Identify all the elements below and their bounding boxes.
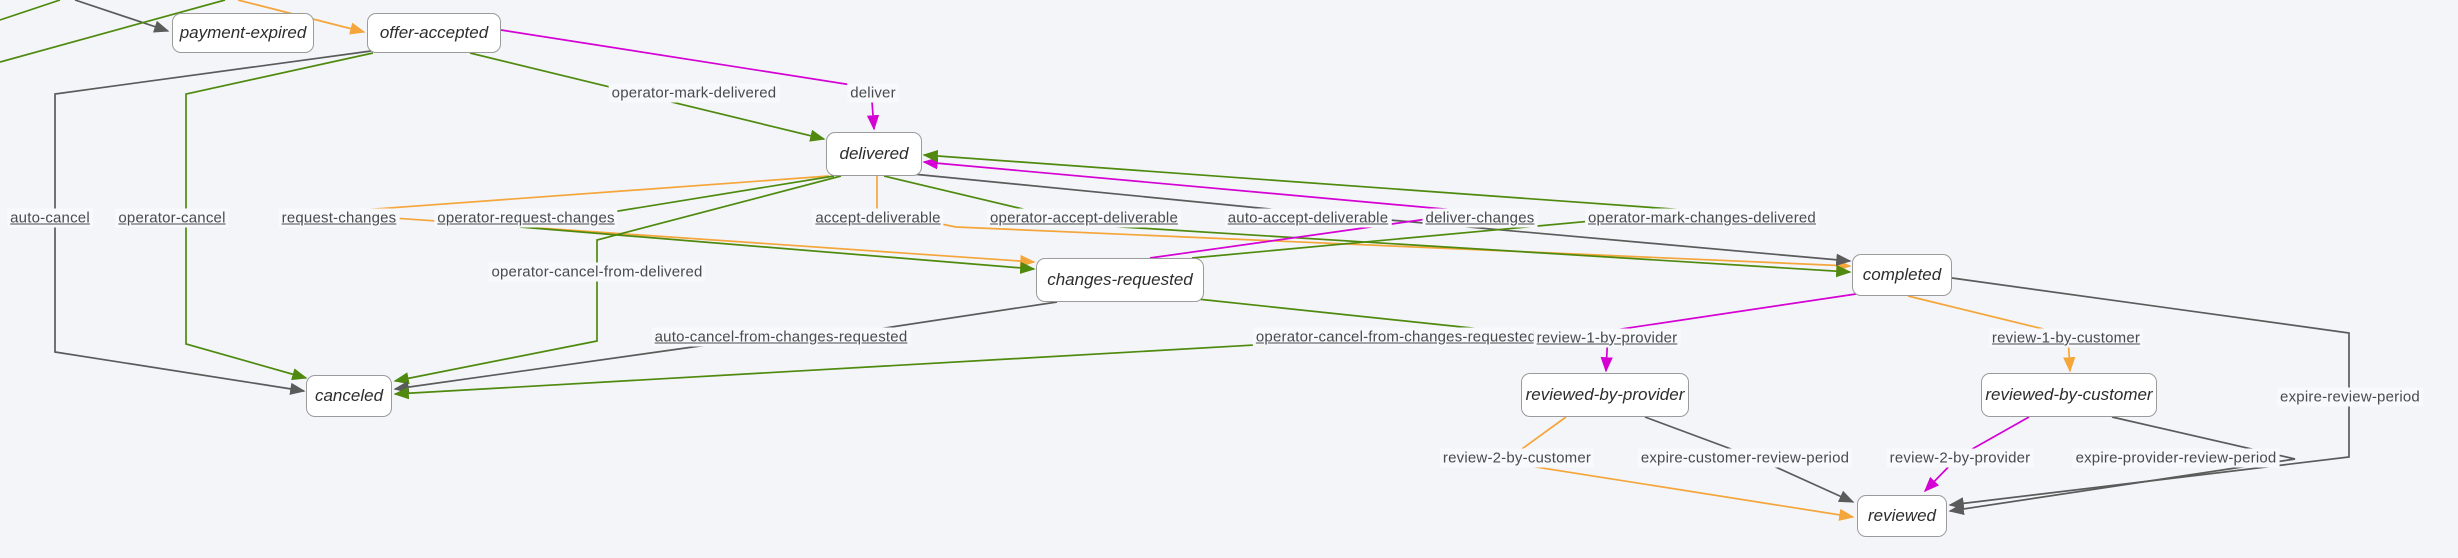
transition-label-operator-accept-deliverable[interactable]: operator-accept-deliverable [986, 208, 1182, 228]
edge-expire-provider-review-period [1948, 416, 2296, 515]
transition-label-expire-review-period: expire-review-period [2277, 387, 2423, 407]
transition-label-review-1-by-provider[interactable]: review-1-by-provider [1533, 328, 1681, 348]
state-node-offer-accepted[interactable]: offer-accepted [367, 13, 501, 53]
transition-label-review-2-by-customer: review-2-by-customer [1439, 448, 1595, 468]
edge-offscreen-green-1 [0, 0, 226, 63]
transition-label-expire-customer-review-period: expire-customer-review-period [1637, 448, 1853, 468]
transition-label-expire-provider-review-period: expire-provider-review-period [2072, 448, 2280, 468]
transition-label-review-2-by-provider: review-2-by-provider [1886, 448, 2034, 468]
edge-offscreen-green-2 [0, 0, 61, 21]
transition-label-auto-accept-deliverable[interactable]: auto-accept-deliverable [1224, 208, 1392, 228]
transition-label-auto-cancel[interactable]: auto-cancel [7, 208, 93, 228]
state-node-reviewed-by-provider[interactable]: reviewed-by-provider [1521, 373, 1689, 417]
state-node-reviewed-by-customer[interactable]: reviewed-by-customer [1981, 373, 2157, 417]
state-node-payment-expired[interactable]: payment-expired [172, 13, 314, 53]
transition-label-operator-cancel-from-delivered: operator-cancel-from-delivered [488, 262, 706, 282]
transition-label-operator-request-changes[interactable]: operator-request-changes [434, 208, 618, 228]
edge-operator-cancel-from-delivered [393, 175, 842, 385]
state-node-delivered[interactable]: delivered [826, 132, 922, 176]
state-node-reviewed[interactable]: reviewed [1857, 495, 1947, 537]
edge-operator-cancel-from-changes-requested [393, 298, 1501, 400]
state-node-canceled[interactable]: canceled [306, 375, 392, 417]
transition-label-review-1-by-customer[interactable]: review-1-by-customer [1988, 328, 2144, 348]
transition-label-request-changes[interactable]: request-changes [278, 208, 400, 228]
transition-label-operator-mark-changes-delivered[interactable]: operator-mark-changes-delivered [1585, 208, 1819, 228]
transition-label-operator-cancel[interactable]: operator-cancel [115, 208, 229, 228]
transition-label-operator-mark-delivered: operator-mark-delivered [608, 83, 780, 103]
transition-label-deliver: deliver [847, 83, 899, 103]
edge-deliver [500, 29, 880, 131]
state-node-changes-requested[interactable]: changes-requested [1036, 258, 1204, 302]
state-node-completed[interactable]: completed [1852, 254, 1952, 296]
transition-label-auto-cancel-from-changes-requested[interactable]: auto-cancel-from-changes-requested [651, 327, 911, 347]
transition-label-operator-cancel-from-changes-requested[interactable]: operator-cancel-from-changes-requested [1252, 327, 1540, 347]
transition-label-accept-deliverable[interactable]: accept-deliverable [812, 208, 944, 228]
transition-label-deliver-changes[interactable]: deliver-changes [1422, 208, 1538, 228]
edge-into-payment-expired [74, 0, 170, 33]
